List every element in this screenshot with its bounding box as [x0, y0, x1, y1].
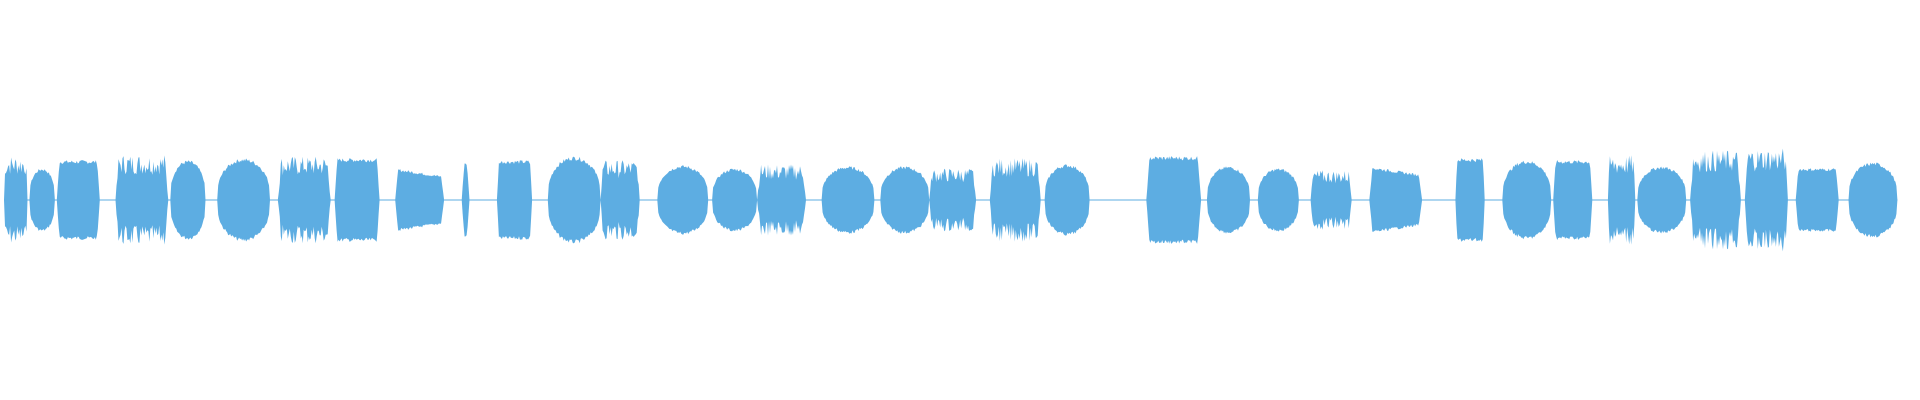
- waveform-segment: [1257, 168, 1299, 232]
- waveform-segment: [115, 155, 169, 245]
- waveform-segment: [600, 160, 640, 240]
- waveform-segment: [4, 157, 28, 243]
- waveform-segment: [1553, 160, 1593, 240]
- waveform-segment: [989, 158, 1041, 242]
- waveform-segment: [657, 165, 709, 235]
- waveform-segment: [334, 158, 380, 242]
- waveform-segment: [821, 166, 875, 234]
- waveform-segment: [1690, 150, 1741, 250]
- waveform-segment: [1455, 158, 1485, 242]
- waveform-segment: [929, 168, 977, 232]
- waveform-segment: [56, 160, 100, 240]
- waveform-segment: [880, 166, 930, 234]
- waveform-segments: [4, 148, 1898, 252]
- waveform-segment: [1607, 155, 1636, 245]
- waveform-segment: [1744, 148, 1788, 252]
- waveform-segment: [496, 160, 533, 240]
- waveform-segment: [1310, 170, 1352, 230]
- waveform-segment: [1206, 166, 1250, 234]
- waveform-segment: [461, 163, 470, 237]
- waveform-segment: [1146, 156, 1202, 244]
- waveform-segment: [547, 156, 601, 244]
- waveform-segment: [395, 169, 445, 231]
- waveform-segment: [712, 168, 758, 232]
- waveform-segment: [170, 160, 206, 240]
- waveform-segment: [217, 158, 270, 242]
- waveform-segment: [1795, 168, 1839, 232]
- waveform-segment: [1637, 166, 1687, 234]
- waveform-segment: [277, 156, 331, 244]
- waveform-segment: [1502, 160, 1552, 240]
- waveform-segment: [29, 169, 55, 231]
- waveform-segment: [1044, 164, 1090, 236]
- waveform-segment: [1369, 168, 1423, 232]
- waveform-segment: [757, 164, 806, 236]
- waveform-segment: [1848, 162, 1898, 238]
